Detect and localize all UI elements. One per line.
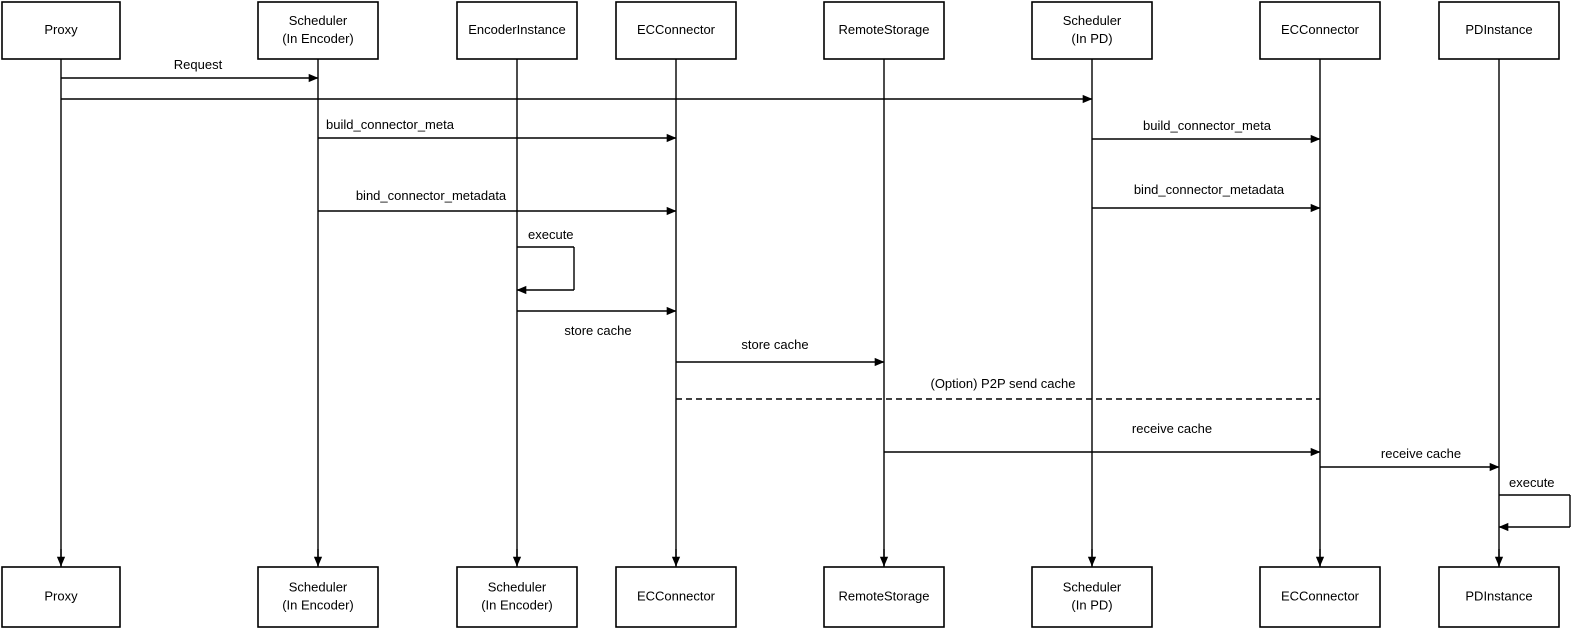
message-label-m4: build_connector_meta [1143,118,1272,133]
message-label-m6: bind_connector_metadata [1134,182,1285,197]
top-participant-rect-ec_conn_l [615,1,737,60]
bottom-participant-label-pd_inst: PDInstance [1465,588,1532,603]
bottom-participant-rect-sched_pd [1031,566,1153,628]
top-participant-box-proxy[interactable]: Proxy [1,1,121,60]
lifelines-layer [56,59,1504,567]
bottom-participant-rect-sched_enc [257,566,379,628]
messages-layer: Request build_connector_meta build_connect… [61,57,1500,472]
message-m5[interactable]: bind_connector_metadata [318,188,677,216]
bottom-participant-box-ec_conn_r[interactable]: ECConnector [1259,566,1381,628]
message-label-m3: build_connector_meta [326,117,455,132]
top-participant-box-ec_conn_r[interactable]: ECConnector [1259,1,1381,60]
top-participant-label-proxy: Proxy [44,22,78,37]
top-participant-label-sched_pd-line2: (In PD) [1071,31,1112,46]
message-label-m5: bind_connector_metadata [356,188,507,203]
message-label-m1: Request [174,57,223,72]
top-participant-rect-remote_store [823,1,945,60]
self-message-label-s1: execute [528,227,574,242]
self-message-label-s2: execute [1509,475,1555,490]
top-participant-rect-pd_inst [1438,1,1560,60]
bottom-participant-rect-ec_conn_r [1259,566,1381,628]
message-m11[interactable]: receive cache [1320,446,1500,472]
top-participant-label-pd_inst: PDInstance [1465,22,1532,37]
top-participant-box-encoder_inst[interactable]: EncoderInstance [456,1,578,60]
top-participant-label-sched_enc-line2: (In Encoder) [282,31,354,46]
bottom-participant-box-sched_enc[interactable]: Scheduler (In Encoder) [257,566,379,628]
bottom-participant-label-encoder_inst-line1: Scheduler [488,579,547,594]
top-participant-box-ec_conn_l[interactable]: ECConnector [615,1,737,60]
top-participant-boxes: Proxy Scheduler (In Encoder) EncoderInstanc… [1,1,1560,60]
top-participant-label-remote_store: RemoteStorage [838,22,929,37]
message-label-m8: store cache [741,337,808,352]
message-m6[interactable]: bind_connector_metadata [1092,182,1321,213]
message-m1[interactable]: Request [61,57,319,83]
bottom-participant-label-proxy: Proxy [44,588,78,603]
message-m7[interactable]: store cache [517,306,677,338]
self-message-s1[interactable]: execute [516,227,575,295]
self-message-s2[interactable]: execute [1498,475,1571,532]
bottom-participant-rect-pd_inst [1438,566,1560,628]
bottom-participant-box-ec_conn_l[interactable]: ECConnector [615,566,737,628]
bottom-participant-label-ec_conn_r: ECConnector [1281,588,1360,603]
message-label-m9: (Option) P2P send cache [930,376,1075,391]
bottom-participant-rect-proxy [1,566,121,628]
bottom-participant-label-sched_enc-line1: Scheduler [289,579,348,594]
top-participant-rect-encoder_inst [456,1,578,60]
top-participant-label-sched_enc-line1: Scheduler [289,13,348,28]
top-participant-label-sched_pd-line1: Scheduler [1063,13,1122,28]
top-participant-rect-sched_enc [257,1,379,60]
bottom-participant-box-encoder_inst[interactable]: Scheduler (In Encoder) [456,566,578,628]
top-participant-box-sched_enc[interactable]: Scheduler (In Encoder) [257,1,379,60]
top-participant-rect-sched_pd [1031,1,1153,60]
message-m10[interactable]: receive cache [884,421,1321,457]
top-participant-label-encoder_inst: EncoderInstance [468,22,566,37]
bottom-participant-label-remote_store: RemoteStorage [838,588,929,603]
top-participant-box-pd_inst[interactable]: PDInstance [1438,1,1560,60]
bottom-participant-box-remote_store[interactable]: RemoteStorage [823,566,945,628]
top-participant-box-remote_store[interactable]: RemoteStorage [823,1,945,60]
bottom-participant-rect-remote_store [823,566,945,628]
bottom-participant-boxes: Proxy Scheduler (In Encoder) Scheduler (In E… [1,566,1560,628]
bottom-participant-label-sched_enc-line2: (In Encoder) [282,597,354,612]
top-participant-box-sched_pd[interactable]: Scheduler (In PD) [1031,1,1153,60]
message-m3[interactable]: build_connector_meta [318,117,677,143]
self-messages-layer: execute execute [516,227,1571,532]
top-participant-rect-proxy [1,1,121,60]
message-label-m10: receive cache [1132,421,1212,436]
message-m9[interactable]: (Option) P2P send cache [676,376,1320,400]
message-label-m7: store cache [564,323,631,338]
bottom-participant-box-pd_inst[interactable]: PDInstance [1438,566,1560,628]
bottom-participant-rect-encoder_inst [456,566,578,628]
bottom-participant-label-sched_pd-line2: (In PD) [1071,597,1112,612]
bottom-participant-label-ec_conn_l: ECConnector [637,588,716,603]
bottom-participant-box-sched_pd[interactable]: Scheduler (In PD) [1031,566,1153,628]
bottom-participant-label-sched_pd-line1: Scheduler [1063,579,1122,594]
message-label-m11: receive cache [1381,446,1461,461]
top-participant-label-ec_conn_r: ECConnector [1281,22,1360,37]
top-participant-rect-ec_conn_r [1259,1,1381,60]
top-participant-label-ec_conn_l: ECConnector [637,22,716,37]
bottom-participant-label-encoder_inst-line2: (In Encoder) [481,597,553,612]
message-m4[interactable]: build_connector_meta [1092,118,1321,144]
message-m8[interactable]: store cache [676,337,885,367]
bottom-participant-box-proxy[interactable]: Proxy [1,566,121,628]
bottom-participant-rect-ec_conn_l [615,566,737,628]
